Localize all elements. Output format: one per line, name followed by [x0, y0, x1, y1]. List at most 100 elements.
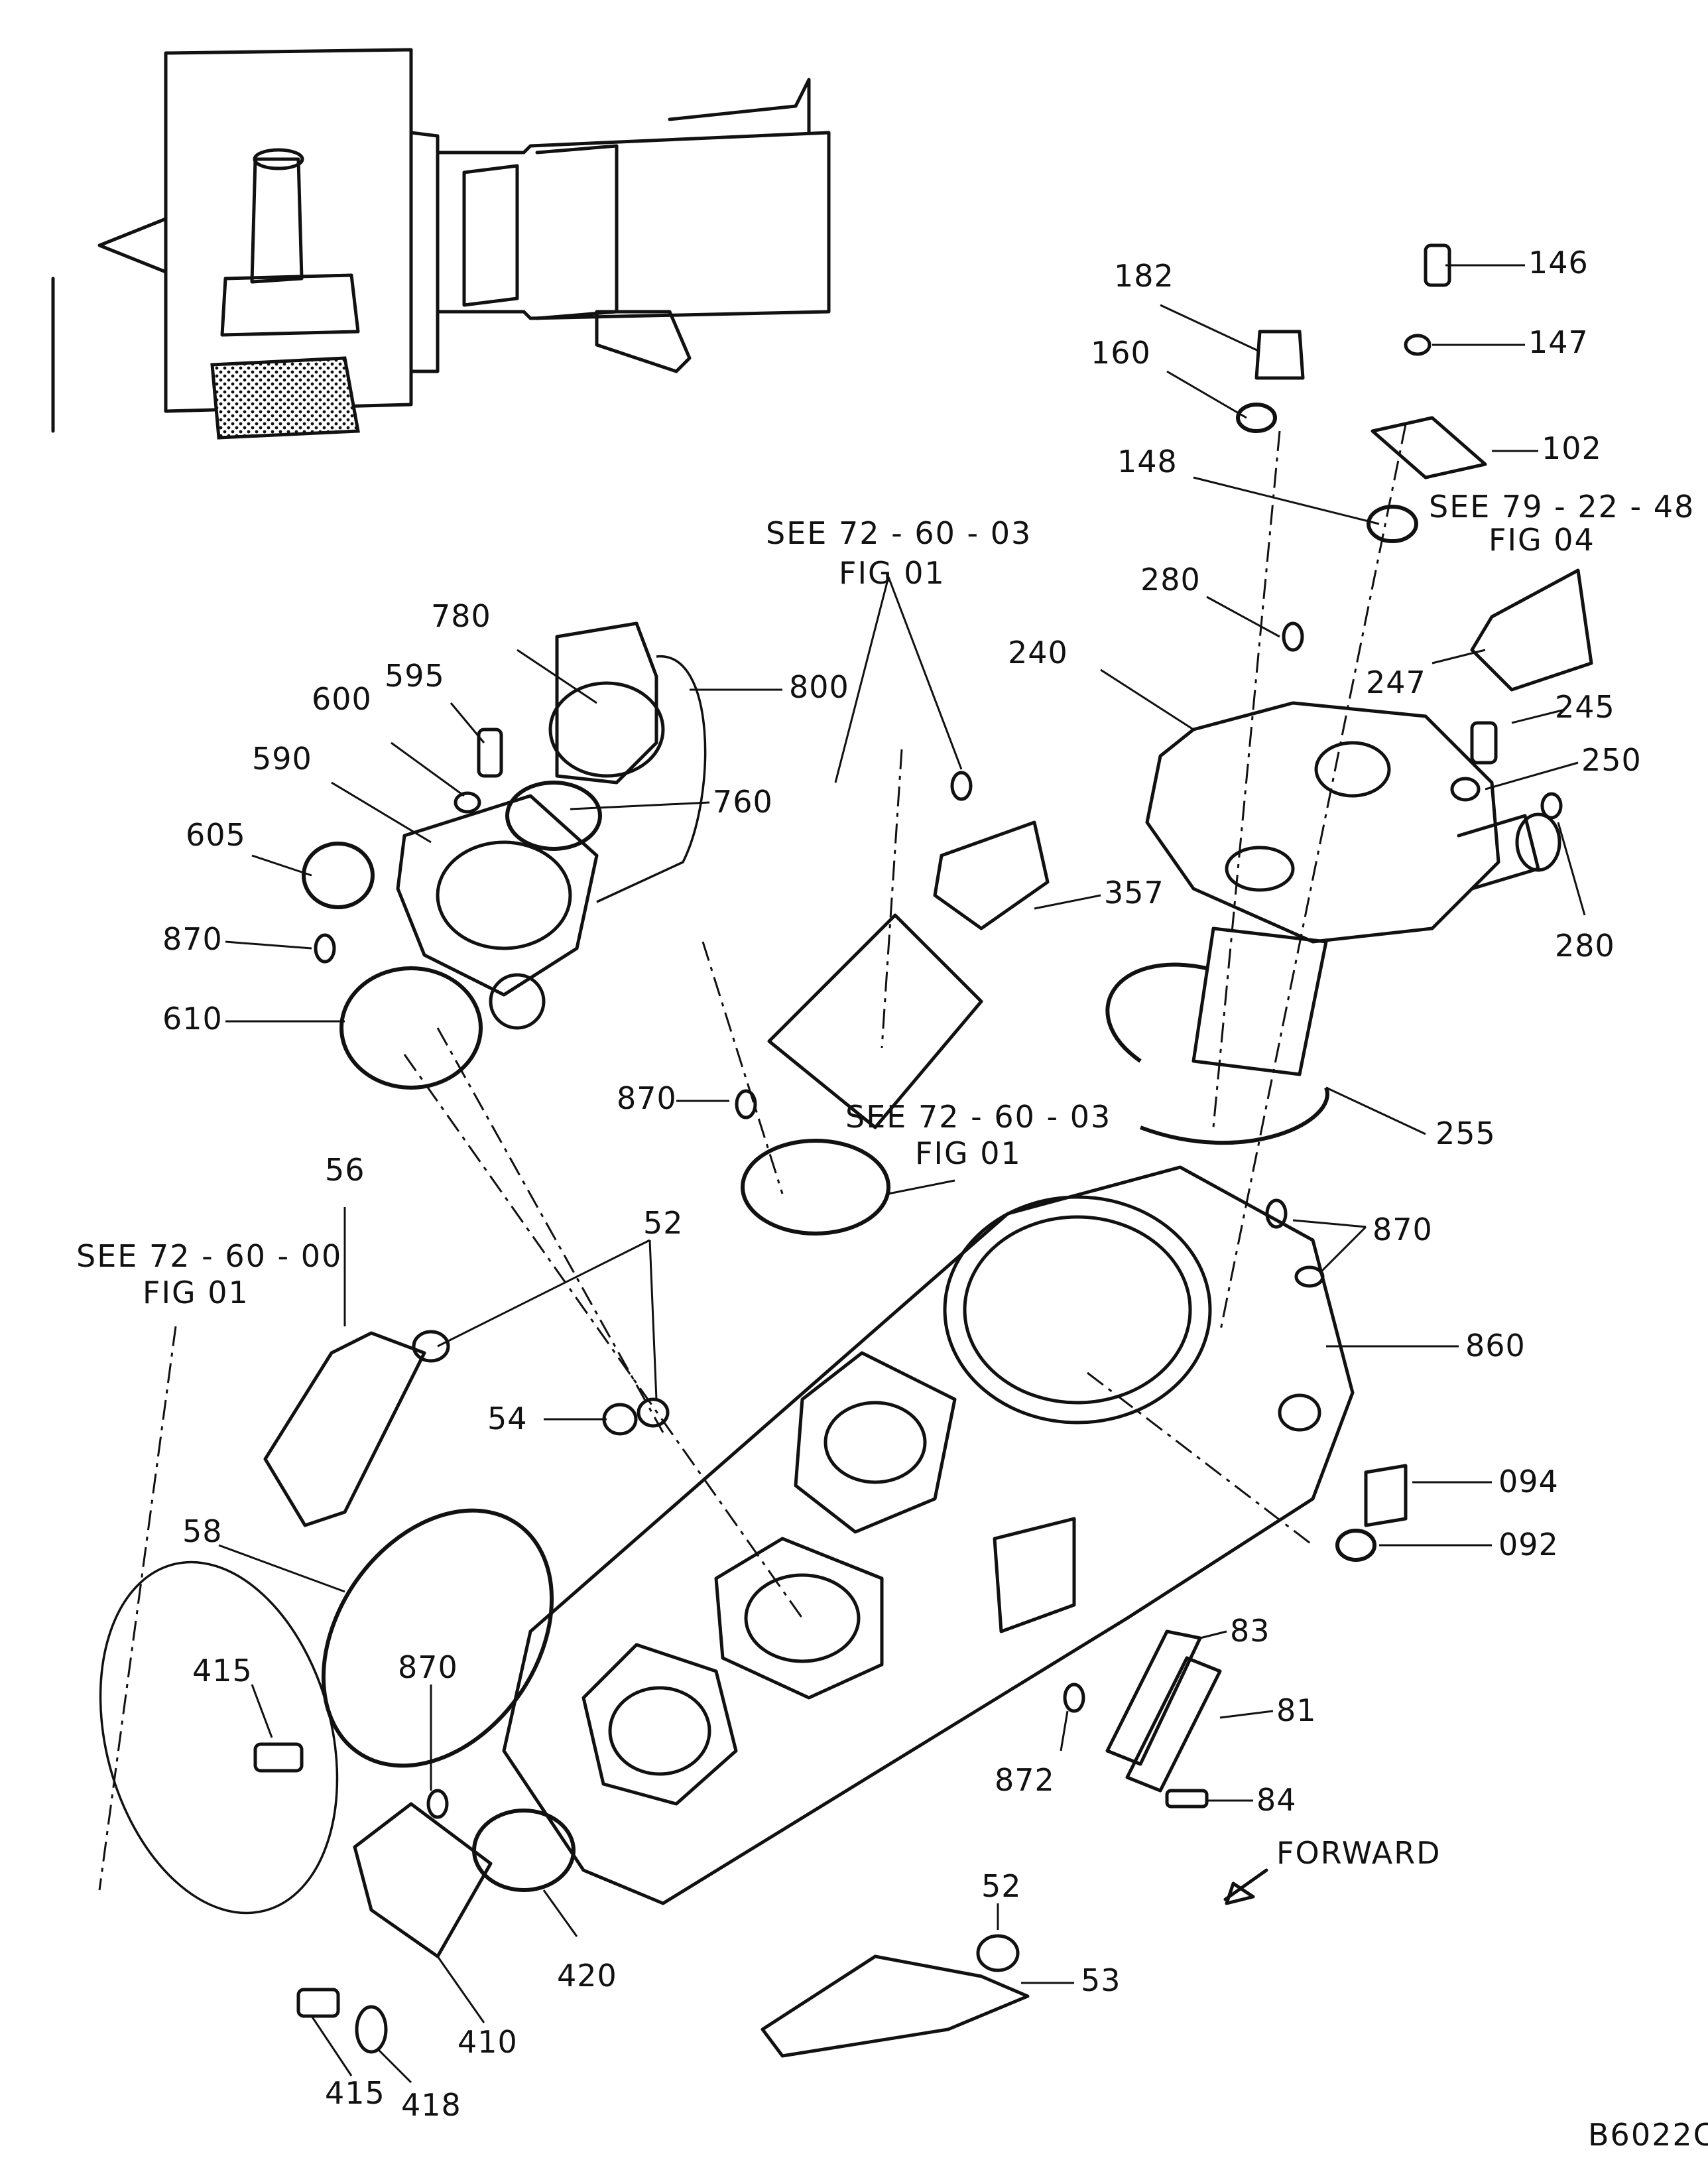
leader-415-lower: [310, 2015, 353, 2076]
engine-flange: [409, 131, 440, 373]
leader-420: [542, 1889, 578, 1937]
leader-590: [331, 781, 432, 844]
callout-092: 092: [1498, 1527, 1559, 1562]
line-52: [436, 1027, 664, 1433]
nut-52-mid: [637, 1397, 670, 1428]
sump-cover-port: [1314, 741, 1391, 798]
callout-357: 357: [1104, 875, 1164, 911]
leader-247: [1432, 649, 1486, 665]
gearbox-housing-860: [502, 1165, 1408, 1905]
o-ring-605: [302, 842, 375, 909]
housing-main-flange: [943, 1195, 1212, 1425]
leader-870-d: [1318, 1226, 1367, 1275]
line-870-b: [702, 941, 784, 1194]
lock-418: [355, 2005, 388, 2054]
callout-600: 600: [312, 681, 372, 717]
insert-870-a: [314, 933, 336, 964]
line-102: [1219, 424, 1407, 1334]
washer-600: [454, 791, 481, 814]
callout-870-c: 870: [1372, 1212, 1433, 1247]
callout-870-a: 870: [162, 921, 223, 957]
bolt-415-lower: [296, 1988, 340, 2018]
leader-418: [377, 2048, 412, 2084]
leader-182: [1160, 304, 1260, 353]
nut-52-lower: [976, 1934, 1020, 1972]
housing-pad-lower-bore: [608, 1686, 711, 1776]
callout-53: 53: [1081, 1962, 1121, 1998]
callout-415-lower: 415: [325, 2075, 385, 2111]
ref-72-60-03-a-line1: SEE 72 - 60 - 03: [766, 515, 1032, 551]
callout-605: 605: [186, 817, 246, 853]
leader-870-a: [225, 940, 312, 950]
o-ring-420: [472, 1809, 576, 1892]
callout-56: 56: [325, 1152, 365, 1188]
leader-52-upper: [437, 1239, 650, 1348]
leader-72-60-03-a: [887, 576, 963, 770]
leader-410: [436, 1956, 485, 2023]
access-cover-assembly: [735, 771, 1050, 1236]
housing-boss: [1278, 1393, 1321, 1432]
callout-870-b: 870: [617, 1080, 677, 1116]
line-357: [881, 749, 903, 1049]
leader-255: [1325, 1086, 1426, 1135]
leader-72-60-03-a2: [834, 576, 890, 783]
assembly-lines: [98, 424, 1407, 1891]
leader-280-a: [1206, 596, 1280, 638]
leader-605: [251, 854, 312, 877]
sump-cover-assembly: [1105, 243, 1593, 1145]
screen-assembly: [1063, 1629, 1222, 1809]
ref-72-60-03-a-line2: FIG 01: [839, 555, 945, 591]
o-ring-092: [1335, 1529, 1376, 1562]
bracket-53: [761, 1954, 1030, 2058]
valve-body-bore: [436, 840, 572, 950]
engine-pump-body: [220, 273, 360, 337]
callout-610: 610: [162, 1001, 223, 1037]
ref-79-22-48-line2: FIG 04: [1489, 522, 1595, 558]
forward-arrow: [1223, 1868, 1268, 1905]
sump-tube: [1191, 926, 1328, 1076]
cover-72-60-00: [99, 1560, 339, 1915]
engine-locator-view: [51, 48, 831, 440]
callout-240: 240: [1008, 635, 1068, 670]
leader-160: [1166, 370, 1247, 419]
callout-094: 094: [1498, 1464, 1559, 1499]
gearbox-highlight: [210, 356, 360, 440]
valve-body-590: [396, 794, 599, 997]
callout-415-upper: 415: [192, 1653, 253, 1688]
engine-fan-case: [164, 48, 413, 413]
callout-595: 595: [385, 658, 445, 694]
cover-flange-assembly: [99, 1508, 576, 2054]
leader-83: [1199, 1630, 1227, 1639]
housing-pad-upper: [794, 1351, 957, 1534]
callout-148: 148: [1117, 444, 1178, 479]
housing-main-opening: [963, 1215, 1192, 1405]
leader-780: [517, 649, 597, 704]
washer-250: [1450, 777, 1481, 802]
callout-247: 247: [1366, 665, 1426, 700]
callout-418: 418: [401, 2087, 461, 2123]
bolt-245: [1470, 721, 1498, 765]
seal-610: [339, 966, 483, 1090]
engine-duct: [535, 144, 619, 320]
leader-81: [1219, 1710, 1274, 1719]
seal-255: [1105, 962, 1329, 1145]
callout-52-upper: 52: [643, 1205, 684, 1241]
bracket-247: [1470, 568, 1593, 692]
lanyard-800: [596, 655, 707, 903]
callout-83: 83: [1230, 1613, 1270, 1649]
ref-79-22-48-line1: SEE 79 - 22 - 48: [1429, 489, 1695, 525]
leader-72-60-03-b: [888, 1179, 955, 1195]
housing-pad-upper-bore: [823, 1401, 927, 1484]
o-ring-160: [1236, 403, 1277, 433]
valve-cap-780: [555, 621, 658, 785]
leader-250: [1485, 761, 1579, 791]
valve-cap-base: [548, 681, 665, 778]
drain-valve-assembly: [302, 621, 707, 1090]
callout-84: 84: [1256, 1782, 1297, 1818]
leader-58: [218, 1544, 345, 1593]
insert-870-d: [1294, 1265, 1325, 1288]
bracket-357: [933, 820, 1050, 930]
callout-245: 245: [1555, 689, 1615, 725]
leader-357: [1034, 894, 1101, 910]
